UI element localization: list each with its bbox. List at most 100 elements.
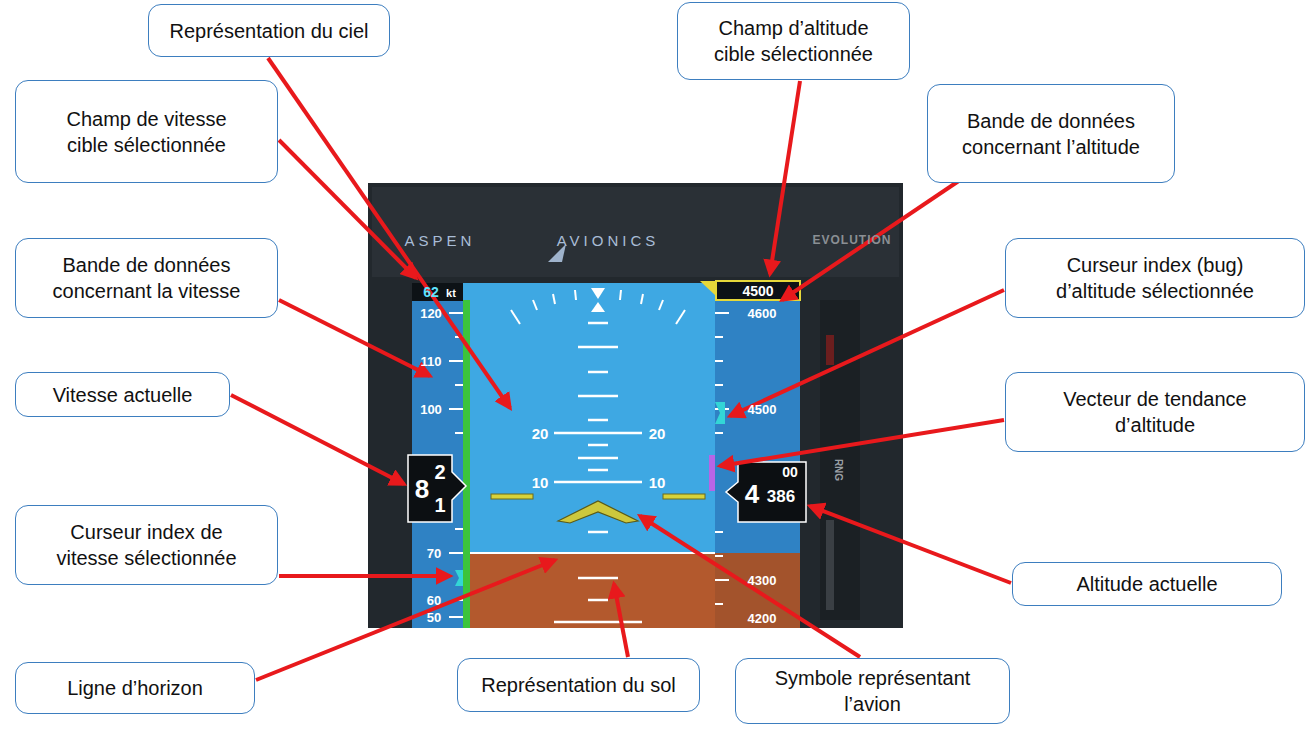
svg-part	[620, 290, 621, 300]
svg-part	[455, 432, 463, 434]
leader-line	[231, 395, 404, 484]
svg-part	[588, 371, 608, 374]
svg-part	[449, 552, 463, 554]
speed-target-field	[412, 283, 463, 301]
svg-part	[659, 300, 663, 310]
instrument-label: 4200	[748, 612, 777, 625]
callout-content: Curseur index de vitesse sélectionnée	[47, 519, 247, 571]
speed-readout-box	[408, 455, 466, 522]
svg-part	[715, 360, 723, 362]
callout-content: Champ de vitesse cible sélectionnée	[47, 106, 247, 158]
callout-content: Bande de données concernant l’altitude	[946, 108, 1156, 160]
svg-part	[715, 432, 723, 434]
leader-line	[279, 300, 430, 376]
instrument-label: 20	[649, 426, 666, 441]
svg-part	[588, 322, 608, 325]
svg-part	[533, 300, 537, 310]
callout-text: Ligne d’horizon	[67, 675, 203, 701]
callout-box: Curseur index de vitesse sélectionnée	[15, 505, 278, 585]
leader-line	[279, 574, 450, 578]
svg-part	[455, 384, 463, 386]
instrument-label: 4500	[748, 403, 777, 416]
instrument-label: 2	[434, 462, 445, 482]
svg-part	[575, 290, 576, 300]
callout-box: Vitesse actuelle	[15, 372, 230, 417]
instrument-label: 386	[767, 488, 795, 505]
leader-line	[614, 584, 628, 657]
instrument-label: 70	[427, 547, 441, 560]
altitude-readout-box	[726, 462, 806, 522]
callout-box: Curseur index (bug) d’altitude sélection…	[1005, 238, 1305, 318]
svg-part	[511, 310, 520, 324]
sky	[463, 283, 715, 553]
instrument-label: kt	[446, 288, 456, 299]
roll-index	[591, 302, 605, 312]
svg-part	[588, 531, 608, 534]
svg-part	[553, 294, 555, 304]
wing-bar	[663, 494, 705, 499]
callout-content: Représentation du ciel	[169, 18, 368, 44]
aircraft-symbol	[558, 501, 638, 523]
instrument-label: 00	[782, 465, 798, 479]
callout-content: Curseur index (bug) d’altitude sélection…	[1035, 252, 1275, 304]
svg-part	[554, 621, 642, 624]
svg-part	[588, 419, 608, 422]
callout-box: Bande de données concernant la vitesse	[15, 238, 278, 318]
instrument-label: RNG	[833, 459, 843, 481]
callout-content: Vitesse actuelle	[53, 382, 193, 408]
callout-text: Altitude actuelle	[1076, 571, 1217, 597]
speed-bug	[455, 570, 463, 586]
callout-text: Bande de données concernant l’altitude	[946, 108, 1156, 160]
instrument-label: 1	[434, 495, 445, 515]
callout-box: Symbole représentant l’avion	[735, 658, 1010, 724]
callout-content: Représentation du sol	[481, 672, 676, 698]
svg-part	[449, 360, 463, 362]
leader-line	[720, 420, 1004, 466]
instrument-label: 4	[745, 481, 759, 507]
horizon-line	[463, 552, 715, 554]
instrument-label: 4600	[748, 307, 777, 320]
instrument-label: 110	[421, 355, 442, 368]
callout-text: Curseur index de vitesse sélectionnée	[47, 519, 247, 571]
callout-content: Ligne d’horizon	[67, 675, 203, 701]
callout-box: Champ d’altitude cible sélectionnée	[677, 2, 910, 80]
side-button	[826, 335, 834, 365]
svg-part	[715, 555, 723, 557]
instrument-label: 50	[427, 611, 441, 624]
svg-part	[715, 336, 723, 338]
wing-bar	[491, 494, 533, 499]
svg-part	[554, 481, 642, 484]
callout-text: Vecteur de tendance d’altitude	[1045, 386, 1265, 438]
instrument-label: 10	[649, 475, 666, 490]
callout-text: Vitesse actuelle	[53, 382, 193, 408]
leader-line	[810, 506, 1011, 583]
svg-part	[715, 531, 723, 533]
callout-box: Champ de vitesse cible sélectionnée	[15, 80, 278, 183]
callout-content: Champ d’altitude cible sélectionnée	[704, 15, 884, 67]
callout-box: Représentation du ciel	[148, 4, 390, 57]
bezel	[368, 183, 903, 628]
altitude-field-tab	[700, 281, 716, 296]
ground	[463, 553, 715, 628]
leader-line	[279, 140, 416, 278]
callout-text: Champ de vitesse cible sélectionnée	[47, 106, 247, 158]
instrument-label: 8	[415, 476, 429, 502]
svg-part	[578, 457, 618, 460]
callout-text: Représentation du ciel	[169, 18, 368, 44]
instrument-label: 10	[532, 475, 549, 490]
svg-part	[578, 346, 618, 349]
svg-part	[715, 579, 729, 581]
svg-part	[676, 310, 685, 324]
svg-part	[449, 312, 463, 314]
svg-part	[715, 603, 723, 605]
callout-text: Champ d’altitude cible sélectionnée	[704, 15, 884, 67]
callout-box: Ligne d’horizon	[15, 662, 255, 714]
altitude-trend-vector	[709, 455, 715, 491]
callout-box: Altitude actuelle	[1012, 562, 1282, 606]
instrument-label: 4500	[742, 284, 773, 298]
altitude-ticks	[715, 313, 729, 604]
leader-lines	[231, 58, 1011, 680]
leader-line	[770, 81, 800, 274]
svg-part	[449, 408, 463, 410]
